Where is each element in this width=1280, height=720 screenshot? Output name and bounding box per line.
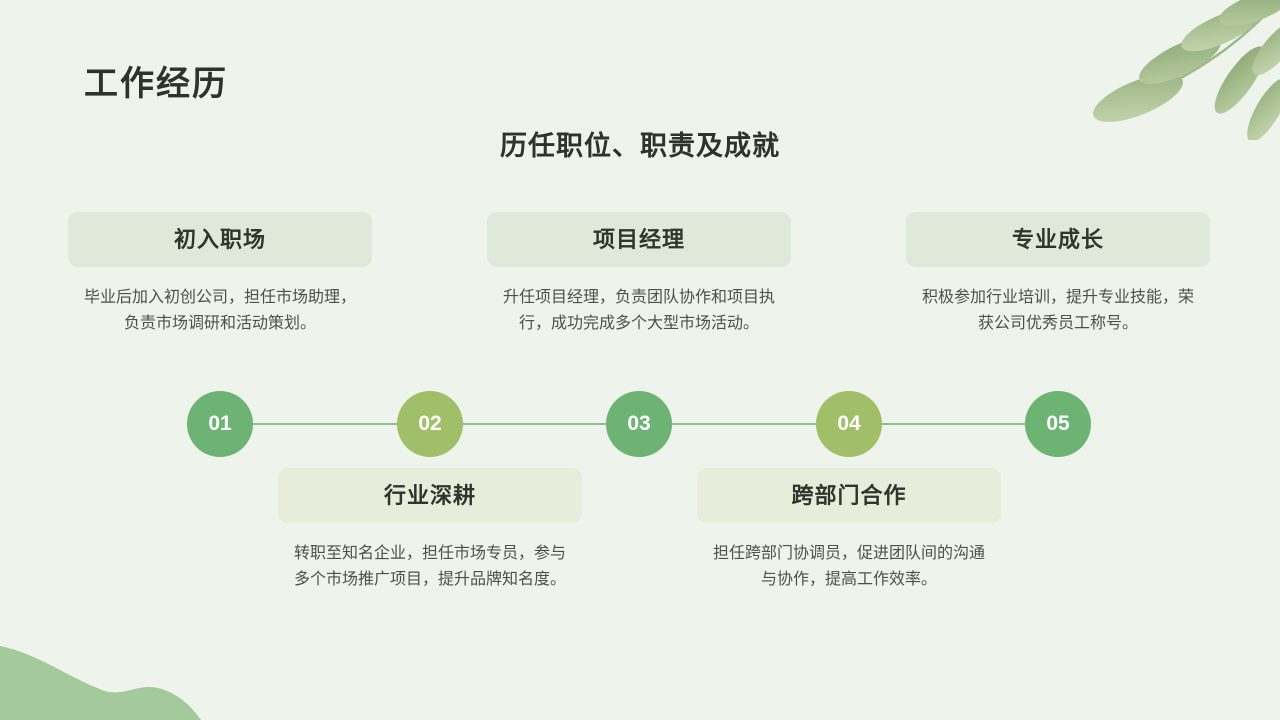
timeline-node-01: 01 [187,391,253,457]
card-description: 积极参加行业培训，提升专业技能，荣获公司优秀员工称号。 [921,289,1194,333]
timeline-card-02: 行业深耕 转职至知名企业，担任市场专员，参与多个市场推广项目，提升品牌知名度。 [278,468,582,594]
card-description: 转职至知名企业，担任市场专员，参与多个市场推广项目，提升品牌知名度。 [293,545,566,589]
corner-blob-decoration [0,646,201,720]
card-description: 升任项目经理，负责团队协作和项目执行，成功完成多个大型市场活动。 [502,289,775,333]
card-description: 担任跨部门协调员，促进团队间的沟通与协作，提高工作效率。 [712,545,985,589]
timeline-node-04: 04 [816,391,882,457]
card-title: 专业成长 [906,212,1210,267]
timeline-card-01: 初入职场 毕业后加入初创公司，担任市场助理，负责市场调研和活动策划。 [68,212,372,338]
card-description: 毕业后加入初创公司，担任市场助理，负责市场调研和活动策划。 [83,289,356,333]
timeline-card-05: 专业成长 积极参加行业培训，提升专业技能，荣获公司优秀员工称号。 [906,212,1210,338]
card-title: 行业深耕 [278,468,582,523]
card-title: 初入职场 [68,212,372,267]
page-title: 工作经历 [84,65,228,103]
timeline-card-04: 跨部门合作 担任跨部门协调员，促进团队间的沟通与协作，提高工作效率。 [697,468,1001,594]
timeline-node-03: 03 [606,391,672,457]
timeline-node-05: 05 [1025,391,1091,457]
card-title: 跨部门合作 [697,468,1001,523]
timeline-card-03: 项目经理 升任项目经理，负责团队协作和项目执行，成功完成多个大型市场活动。 [487,212,791,338]
leaf-branch-decoration [1093,0,1280,140]
card-title: 项目经理 [487,212,791,267]
timeline-node-02: 02 [397,391,463,457]
slide-subtitle: 历任职位、职责及成就 [500,131,780,161]
